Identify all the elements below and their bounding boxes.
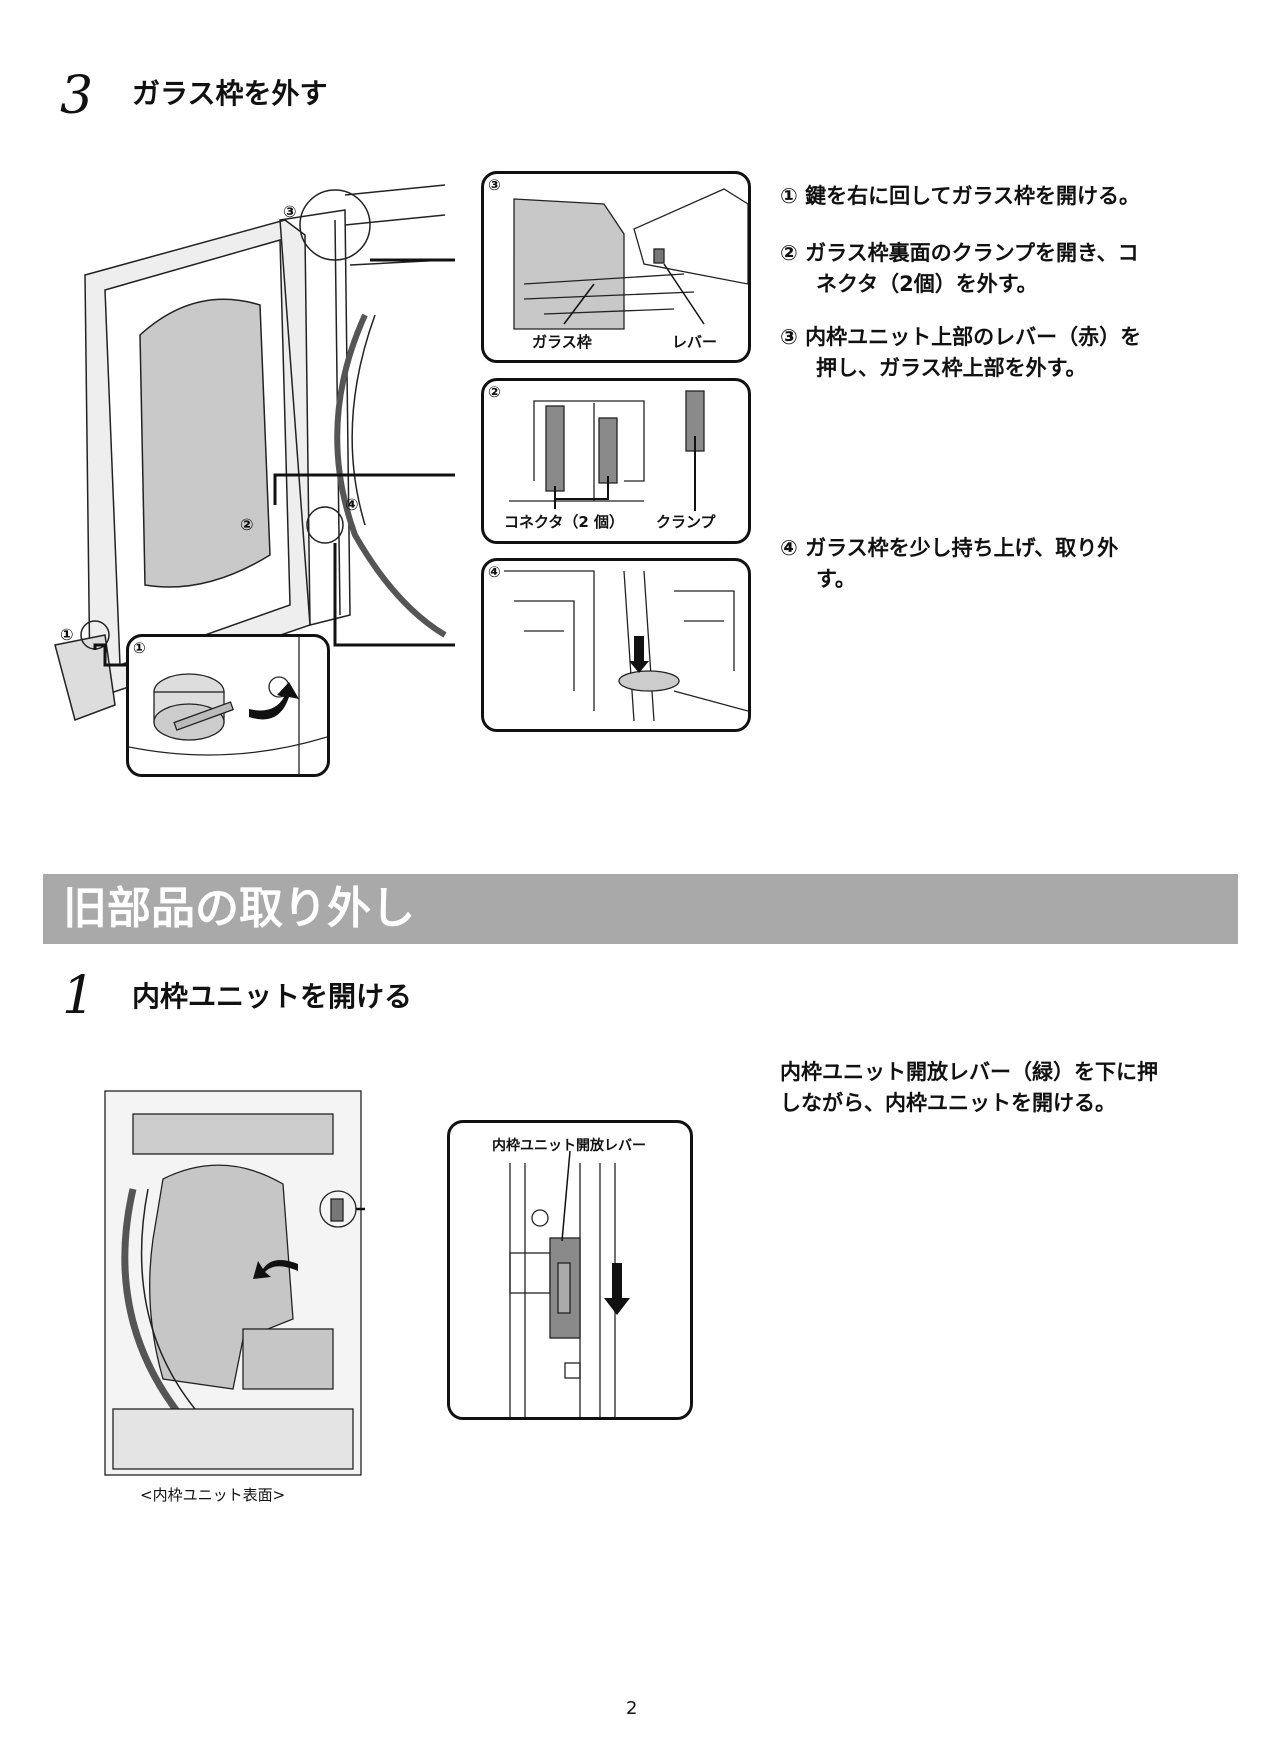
step-number: 1 [62, 966, 96, 1026]
section-banner: 旧部品の取り外し [43, 874, 1238, 944]
label-glass-frame: ガラス枠 [532, 333, 592, 351]
glass-frame-illustration: ③ ② ④ ① [45, 165, 455, 725]
inset-release-lever: 内枠ユニット開放レバー [447, 1120, 693, 1420]
callout-4: ④ [345, 495, 359, 514]
inset-lever: ③ ガラス枠 レバー [481, 171, 751, 363]
label-connector: コネクタ（2 個） [504, 513, 625, 531]
label-clamp: クランプ [656, 513, 716, 531]
inset-number: ② [488, 383, 501, 401]
step-title: 内枠ユニットを開ける [132, 980, 413, 1013]
inset-number: ③ [488, 176, 501, 194]
inset-connectors: ② コネクタ（2 個） クランプ [481, 378, 751, 544]
inset-lift: ④ [481, 558, 751, 732]
callout-3: ③ [283, 202, 297, 221]
instruction-4: ④ ガラス枠を少し持ち上げ、取り外 す。 [780, 536, 1119, 591]
instruction-open-unit: 内枠ユニット開放レバー（緑）を下に押 しながら、内枠ユニットを開ける。 [780, 1060, 1158, 1115]
instruction-1: ① 鍵を右に回してガラス枠を開ける。 [780, 184, 1141, 208]
step-title: ガラス枠を外す [132, 77, 328, 110]
page-number: 2 [626, 1698, 638, 1719]
callout-1: ① [60, 625, 74, 644]
label-lever: レバー [672, 333, 718, 351]
inner-unit-illustration [103, 1089, 365, 1479]
inset-key: ① [126, 634, 330, 777]
instruction-2: ② ガラス枠裏面のクランプを開き、コ ネクタ（2個）を外す。 [780, 241, 1139, 296]
figure-caption: <内枠ユニット表面> [140, 1486, 286, 1504]
label-release-lever: 内枠ユニット開放レバー [492, 1138, 646, 1154]
inset-number: ① [133, 639, 146, 657]
callout-2: ② [240, 515, 254, 534]
instruction-3: ③ 内枠ユニット上部のレバー（赤）を 押し、ガラス枠上部を外す。 [780, 325, 1142, 380]
step-number: 3 [60, 66, 94, 126]
inset-number: ④ [488, 563, 501, 581]
